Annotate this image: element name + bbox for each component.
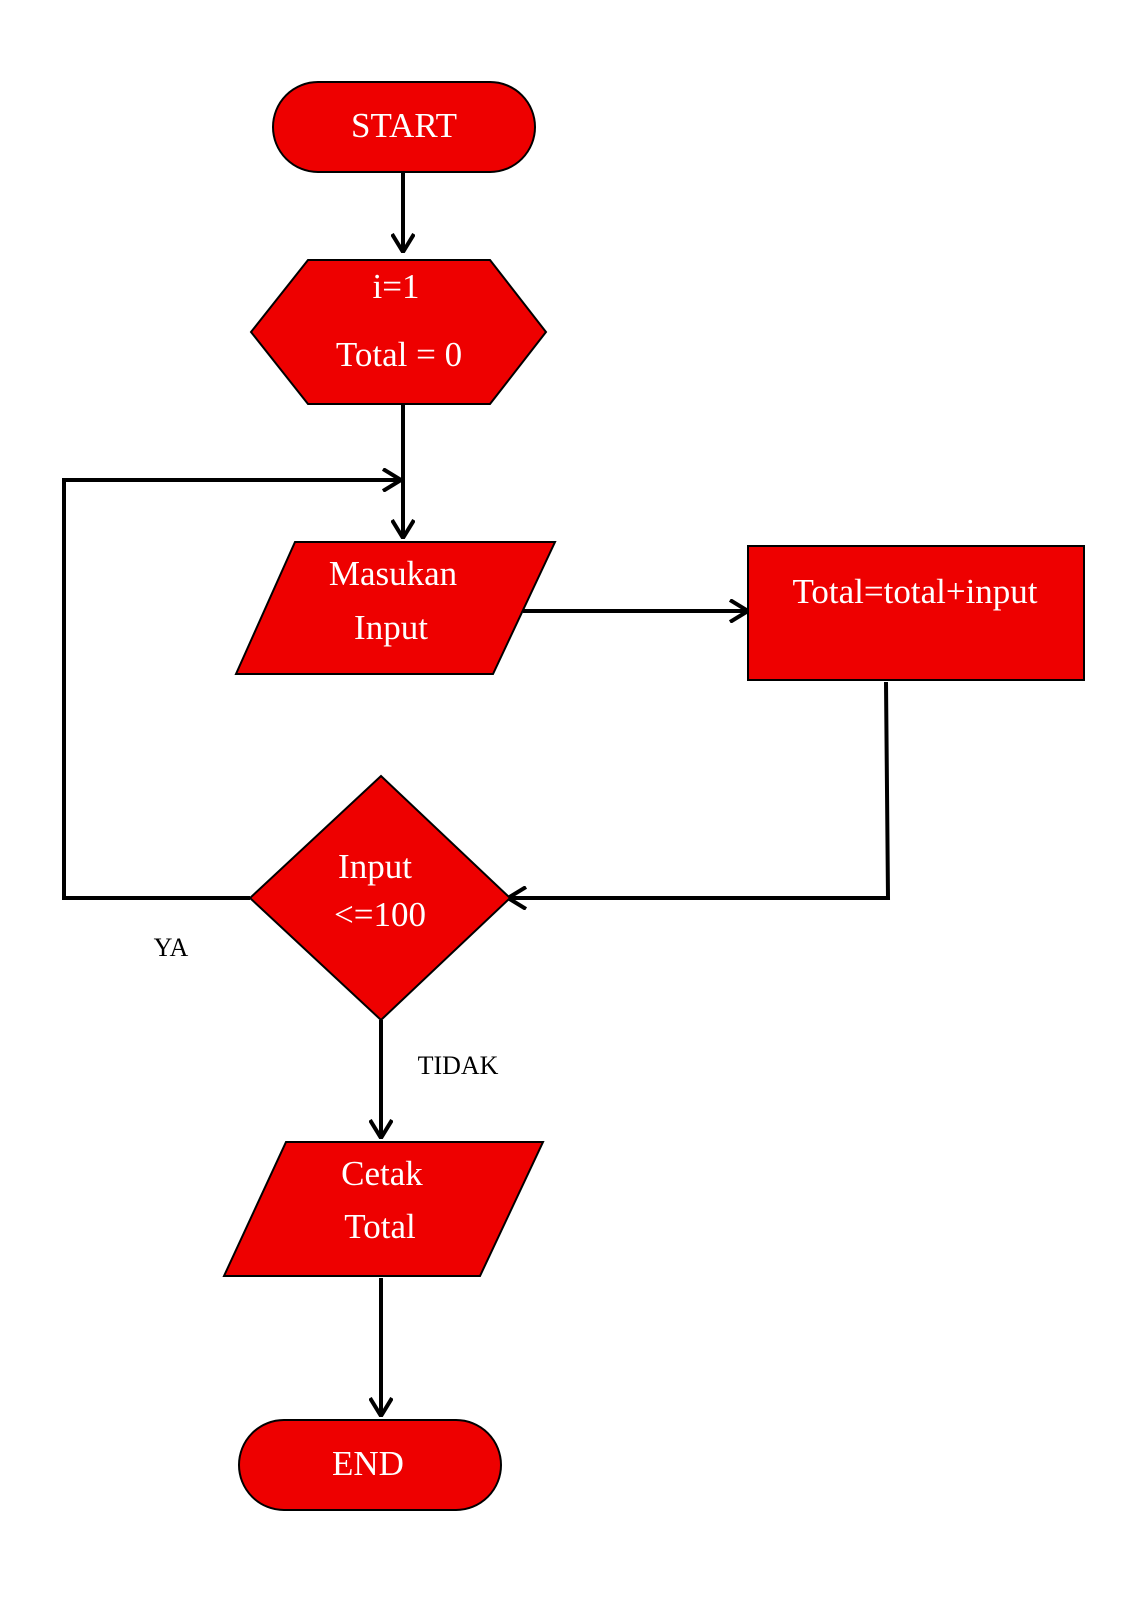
process-label: Total=total+input [792, 572, 1037, 611]
output-line-2: Total [344, 1207, 416, 1246]
process-box-shape [747, 545, 1085, 681]
input-data: Masukan Input [234, 541, 557, 675]
init-preparation-shape [249, 259, 548, 405]
start-terminator-shape [272, 81, 536, 173]
start-label: START [351, 106, 457, 145]
start-terminator: START [272, 81, 536, 173]
decision-line-2: <=100 [334, 895, 426, 934]
init-preparation: i=1 Total = 0 [249, 259, 548, 405]
output-data: Cetak Total [222, 1141, 545, 1277]
decision-line-1: Input [338, 847, 412, 886]
output-line-1: Cetak [341, 1154, 423, 1193]
init-line-1: i=1 [373, 267, 420, 306]
input-data-shape [234, 541, 557, 675]
decision-diamond: Input <=100 [248, 774, 512, 1022]
input-line-1: Masukan [329, 554, 457, 593]
process-box: Total=total+input [747, 545, 1085, 681]
end-terminator-shape [238, 1419, 502, 1511]
end-label: END [332, 1444, 404, 1483]
init-line-2: Total = 0 [336, 335, 462, 374]
ya-label: YA [154, 933, 189, 962]
end-terminator: END [238, 1419, 502, 1511]
output-data-shape [222, 1141, 545, 1277]
input-line-2: Input [354, 608, 428, 647]
arrow-loop-back-ya [62, 480, 401, 900]
arrow-process-to-decision [508, 681, 891, 898]
decision-diamond-shape [248, 774, 512, 1022]
tidak-label: TIDAK [418, 1051, 499, 1080]
